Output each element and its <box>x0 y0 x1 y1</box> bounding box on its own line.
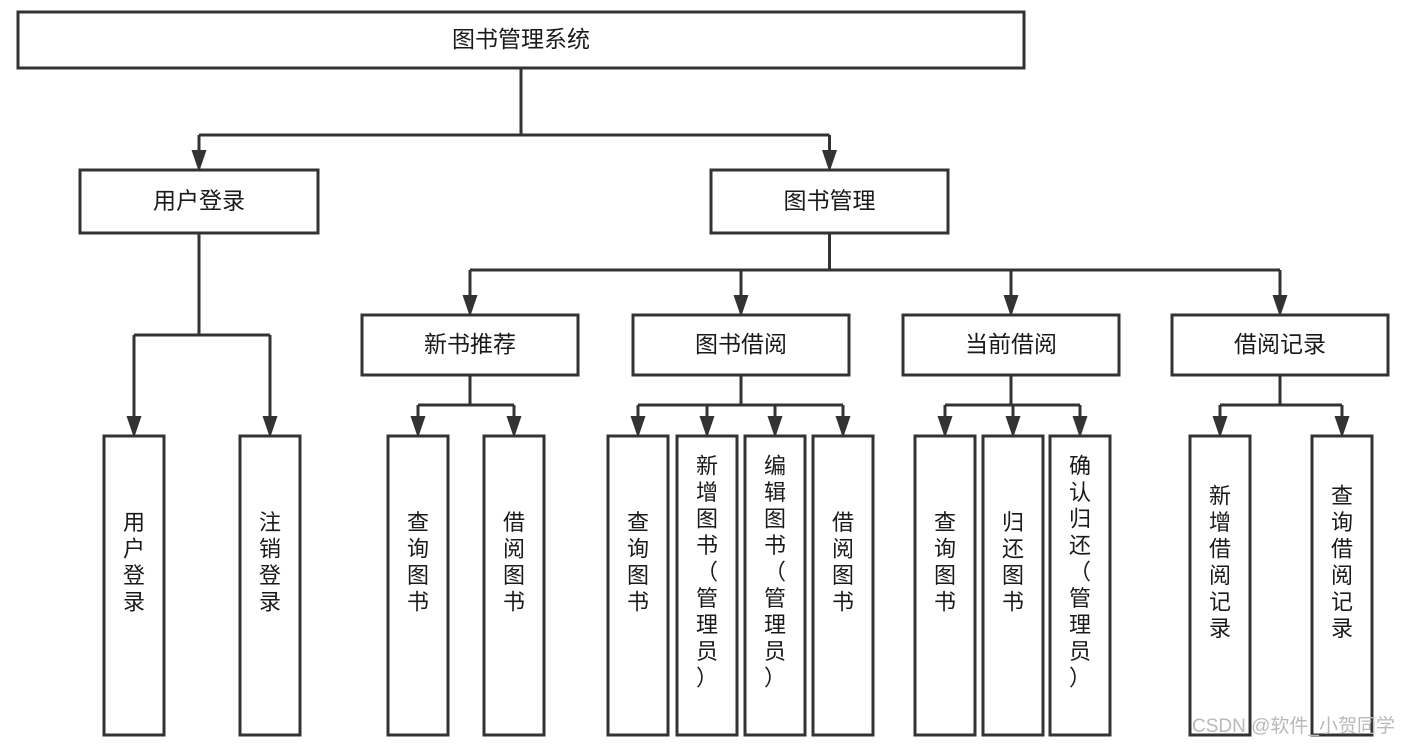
node-box[interactable] <box>360 313 580 377</box>
node-leaf-return-book[interactable]: 归还图书 <box>981 434 1045 737</box>
arrowhead-icon <box>1334 416 1350 438</box>
node-label: 图书管理系统 <box>452 26 590 52</box>
node-box[interactable] <box>16 10 1026 70</box>
arrowhead-icon <box>262 416 278 438</box>
watermark-layer: CSDN @软件_小贺同学 <box>1192 715 1395 737</box>
node-label: 注销登录 <box>259 510 281 615</box>
node-layer: 图书管理系统用户登录图书管理新书推荐图书借阅当前借阅借阅记录用户登录注销登录查询… <box>16 10 1390 737</box>
node-leaf-confirm-return[interactable]: 确认归还（管理员） <box>1048 434 1112 737</box>
node-leaf-user-login[interactable]: 用户登录 <box>102 434 166 737</box>
node-box[interactable] <box>981 434 1045 737</box>
arrowhead-icon <box>191 150 207 172</box>
node-box[interactable] <box>675 434 739 737</box>
arrowhead-icon <box>462 295 478 317</box>
node-book-borrow[interactable]: 图书借阅 <box>631 313 851 377</box>
node-leaf-borrow-book-2[interactable]: 借阅图书 <box>811 434 875 737</box>
arrowhead-icon <box>630 416 646 438</box>
connector-group-current-borrow <box>937 375 1088 438</box>
arrowhead-icon <box>733 295 749 317</box>
arrowhead-icon <box>1003 295 1019 317</box>
node-label: 查询图书 <box>627 510 649 615</box>
node-label: 用户登录 <box>153 188 245 214</box>
node-label: 用户登录 <box>123 510 145 615</box>
node-leaf-borrow-book-1[interactable]: 借阅图书 <box>482 434 546 737</box>
node-label: 查询借阅记录 <box>1331 483 1353 641</box>
node-leaf-edit-book[interactable]: 编辑图书（管理员） <box>743 434 807 737</box>
connector-group-new-book-rec <box>410 375 522 438</box>
arrowhead-icon <box>1212 416 1228 438</box>
node-box[interactable] <box>811 434 875 737</box>
node-leaf-query-book-3[interactable]: 查询图书 <box>913 434 977 737</box>
node-leaf-add-record[interactable]: 新增借阅记录 <box>1188 434 1252 737</box>
node-label: 确认归还（管理员） <box>1069 453 1091 690</box>
node-label: 图书管理 <box>784 188 876 214</box>
node-box[interactable] <box>709 168 950 235</box>
node-label: 查询图书 <box>407 510 429 615</box>
node-box[interactable] <box>1170 313 1390 377</box>
connector-group-book-manage <box>462 233 1288 317</box>
node-box[interactable] <box>1048 434 1112 737</box>
node-box[interactable] <box>238 434 302 737</box>
node-label: 借阅图书 <box>503 510 525 615</box>
node-label: 借阅记录 <box>1234 331 1326 357</box>
node-label: 新增图书（管理员） <box>696 453 718 690</box>
connector-group-book-borrow <box>630 375 851 438</box>
connector-group-root <box>191 68 837 172</box>
node-box[interactable] <box>606 434 670 737</box>
node-box[interactable] <box>1310 434 1374 737</box>
node-label: 编辑图书（管理员） <box>764 453 786 690</box>
node-label: 图书借阅 <box>695 331 787 357</box>
arrowhead-icon <box>506 416 522 438</box>
node-leaf-query-book-1[interactable]: 查询图书 <box>386 434 450 737</box>
arrowhead-icon <box>835 416 851 438</box>
arrowhead-icon <box>1072 416 1088 438</box>
arrowhead-icon <box>410 416 426 438</box>
node-label: 新书推荐 <box>424 331 516 357</box>
node-box[interactable] <box>102 434 166 737</box>
arrowhead-icon <box>699 416 715 438</box>
node-label: 新增借阅记录 <box>1209 483 1231 641</box>
node-current-borrow[interactable]: 当前借阅 <box>901 313 1121 377</box>
connector-group-borrow-record <box>1212 375 1350 438</box>
node-box[interactable] <box>386 434 450 737</box>
node-label: 归还图书 <box>1002 510 1024 615</box>
node-leaf-logout[interactable]: 注销登录 <box>238 434 302 737</box>
node-box[interactable] <box>482 434 546 737</box>
node-label: 借阅图书 <box>832 510 854 615</box>
node-box[interactable] <box>743 434 807 737</box>
arrowhead-icon <box>767 416 783 438</box>
csdn-watermark: CSDN @软件_小贺同学 <box>1192 715 1395 737</box>
node-leaf-add-book[interactable]: 新增图书（管理员） <box>675 434 739 737</box>
node-leaf-query-record[interactable]: 查询借阅记录 <box>1310 434 1374 737</box>
node-root[interactable]: 图书管理系统 <box>16 10 1026 70</box>
arrowhead-icon <box>822 150 837 172</box>
node-box[interactable] <box>78 168 320 235</box>
node-label: 查询图书 <box>934 510 956 615</box>
node-box[interactable] <box>1188 434 1252 737</box>
node-borrow-record[interactable]: 借阅记录 <box>1170 313 1390 377</box>
node-box[interactable] <box>631 313 851 377</box>
node-user-login[interactable]: 用户登录 <box>78 168 320 235</box>
node-book-manage[interactable]: 图书管理 <box>709 168 950 235</box>
connector-group-user-login <box>126 233 278 438</box>
node-box[interactable] <box>901 313 1121 377</box>
arrowhead-icon <box>1005 416 1021 438</box>
arrowhead-icon <box>126 416 142 438</box>
node-leaf-query-book-2[interactable]: 查询图书 <box>606 434 670 737</box>
node-new-book-rec[interactable]: 新书推荐 <box>360 313 580 377</box>
node-label: 当前借阅 <box>965 331 1057 357</box>
arrowhead-icon <box>1272 295 1288 317</box>
connector-layer <box>126 68 1350 438</box>
node-box[interactable] <box>913 434 977 737</box>
arrowhead-icon <box>937 416 953 438</box>
